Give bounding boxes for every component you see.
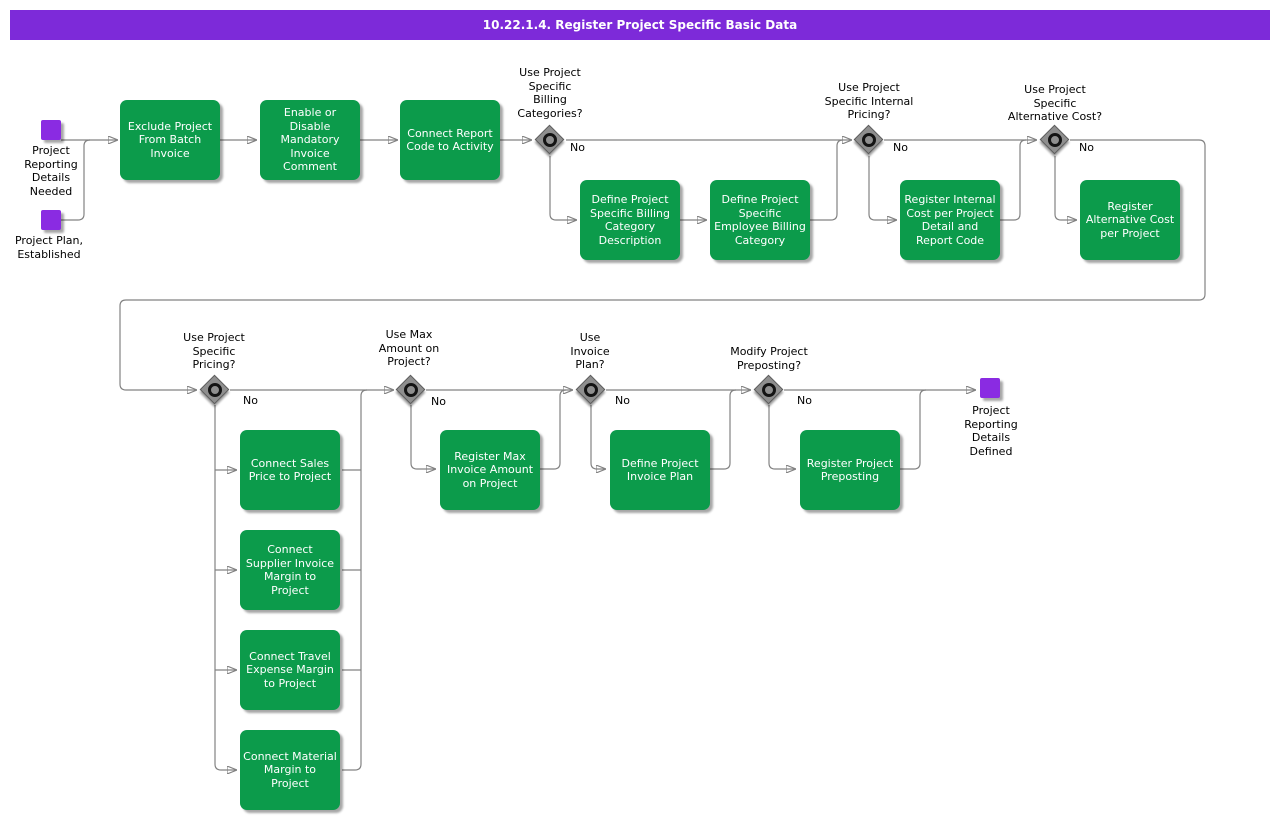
decision-no-label: No — [570, 141, 585, 154]
activity-connect-supplier-invoice-margin-to-project[interactable]: Connect Supplier Invoice Margin to Proje… — [240, 530, 340, 610]
decision-use-max-amount-on-project — [395, 374, 426, 405]
activity-enable-or-disable-mandatory-invoice-comment[interactable]: Enable or Disable Mandatory Invoice Comm… — [260, 100, 360, 180]
decision-question: Use Project Specific Alternative Cost? — [1007, 83, 1103, 123]
activity-connect-travel-expense-margin-to-project[interactable]: Connect Travel Expense Margin to Project — [240, 630, 340, 710]
decision-no-label: No — [893, 141, 908, 154]
activity-connect-material-margin-to-project[interactable]: Connect Material Margin to Project — [240, 730, 340, 810]
decision-no-label: No — [431, 395, 446, 408]
decision-circle-icon — [208, 383, 222, 397]
start-event-project-plan-established — [41, 210, 61, 230]
decision-question: Use Invoice Plan? — [570, 331, 610, 371]
activity-define-project-specific-billing-category-description[interactable]: Define Project Specific Billing Category… — [580, 180, 680, 260]
connector — [342, 389, 368, 771]
decision-use-project-specific-pricing — [199, 374, 230, 405]
decision-question: Use Max Amount on Project? — [378, 328, 440, 368]
decision-no-label: No — [1079, 141, 1094, 154]
activity-register-max-invoice-amount-on-project[interactable]: Register Max Invoice Amount on Project — [440, 430, 540, 510]
connector — [868, 156, 897, 220]
decision-no-label: No — [243, 394, 258, 407]
activity-define-project-specific-employee-billing-category[interactable]: Define Project Specific Employee Billing… — [710, 180, 810, 260]
decision-circle-icon — [543, 133, 557, 147]
title-bar: 10.22.1.4. Register Project Specific Bas… — [10, 10, 1270, 40]
decision-use-project-specific-internal-pricing — [853, 124, 884, 155]
connector — [900, 389, 927, 470]
diagram-title: 10.22.1.4. Register Project Specific Bas… — [482, 18, 798, 32]
decision-use-invoice-plan — [575, 374, 606, 405]
start-event-project-reporting-details-needed — [41, 120, 61, 140]
decision-circle-icon — [862, 133, 876, 147]
decision-question: Modify Project Preposting? — [730, 345, 808, 372]
connector — [768, 405, 796, 469]
decision-circle-icon — [584, 383, 598, 397]
decision-modify-project-preposting — [753, 374, 784, 405]
connector — [410, 405, 436, 469]
decision-question: Use Project Specific Pricing? — [183, 331, 245, 371]
connector — [214, 405, 237, 770]
decision-use-project-specific-alternative-cost — [1039, 124, 1070, 155]
activity-define-project-invoice-plan[interactable]: Define Project Invoice Plan — [610, 430, 710, 510]
connector — [540, 389, 567, 470]
connector — [549, 156, 577, 220]
activity-register-internal-cost-per-project-detail-and-report-code[interactable]: Register Internal Cost per Project Detai… — [900, 180, 1000, 260]
decision-circle-icon — [404, 383, 418, 397]
activity-register-project-preposting[interactable]: Register Project Preposting — [800, 430, 900, 510]
end-event-label: Project Reporting Details Defined — [964, 404, 1018, 458]
connector — [810, 139, 844, 221]
activity-connect-report-code-to-activity[interactable]: Connect Report Code to Activity — [400, 100, 500, 180]
activity-register-alternative-cost-per-project[interactable]: Register Alternative Cost per Project — [1080, 180, 1180, 260]
connector — [710, 389, 737, 470]
decision-no-label: No — [615, 394, 630, 407]
connector — [1000, 139, 1027, 221]
decision-question: Use Project Specific Billing Categories? — [517, 66, 583, 120]
activity-connect-sales-price-to-project[interactable]: Connect Sales Price to Project — [240, 430, 340, 510]
decision-circle-icon — [762, 383, 776, 397]
connector — [1054, 156, 1077, 220]
connector — [590, 405, 606, 469]
decision-use-project-specific-billing-categories — [534, 124, 565, 155]
decision-no-label: No — [797, 394, 812, 407]
activity-exclude-project-from-batch-invoice[interactable]: Exclude Project From Batch Invoice — [120, 100, 220, 180]
start-event-label: Project Reporting Details Needed — [24, 144, 78, 198]
start-event-label: Project Plan, Established — [14, 234, 84, 261]
decision-circle-icon — [1048, 133, 1062, 147]
decision-question: Use Project Specific Internal Pricing? — [824, 81, 914, 121]
end-event-project-reporting-details-defined — [980, 378, 1000, 398]
